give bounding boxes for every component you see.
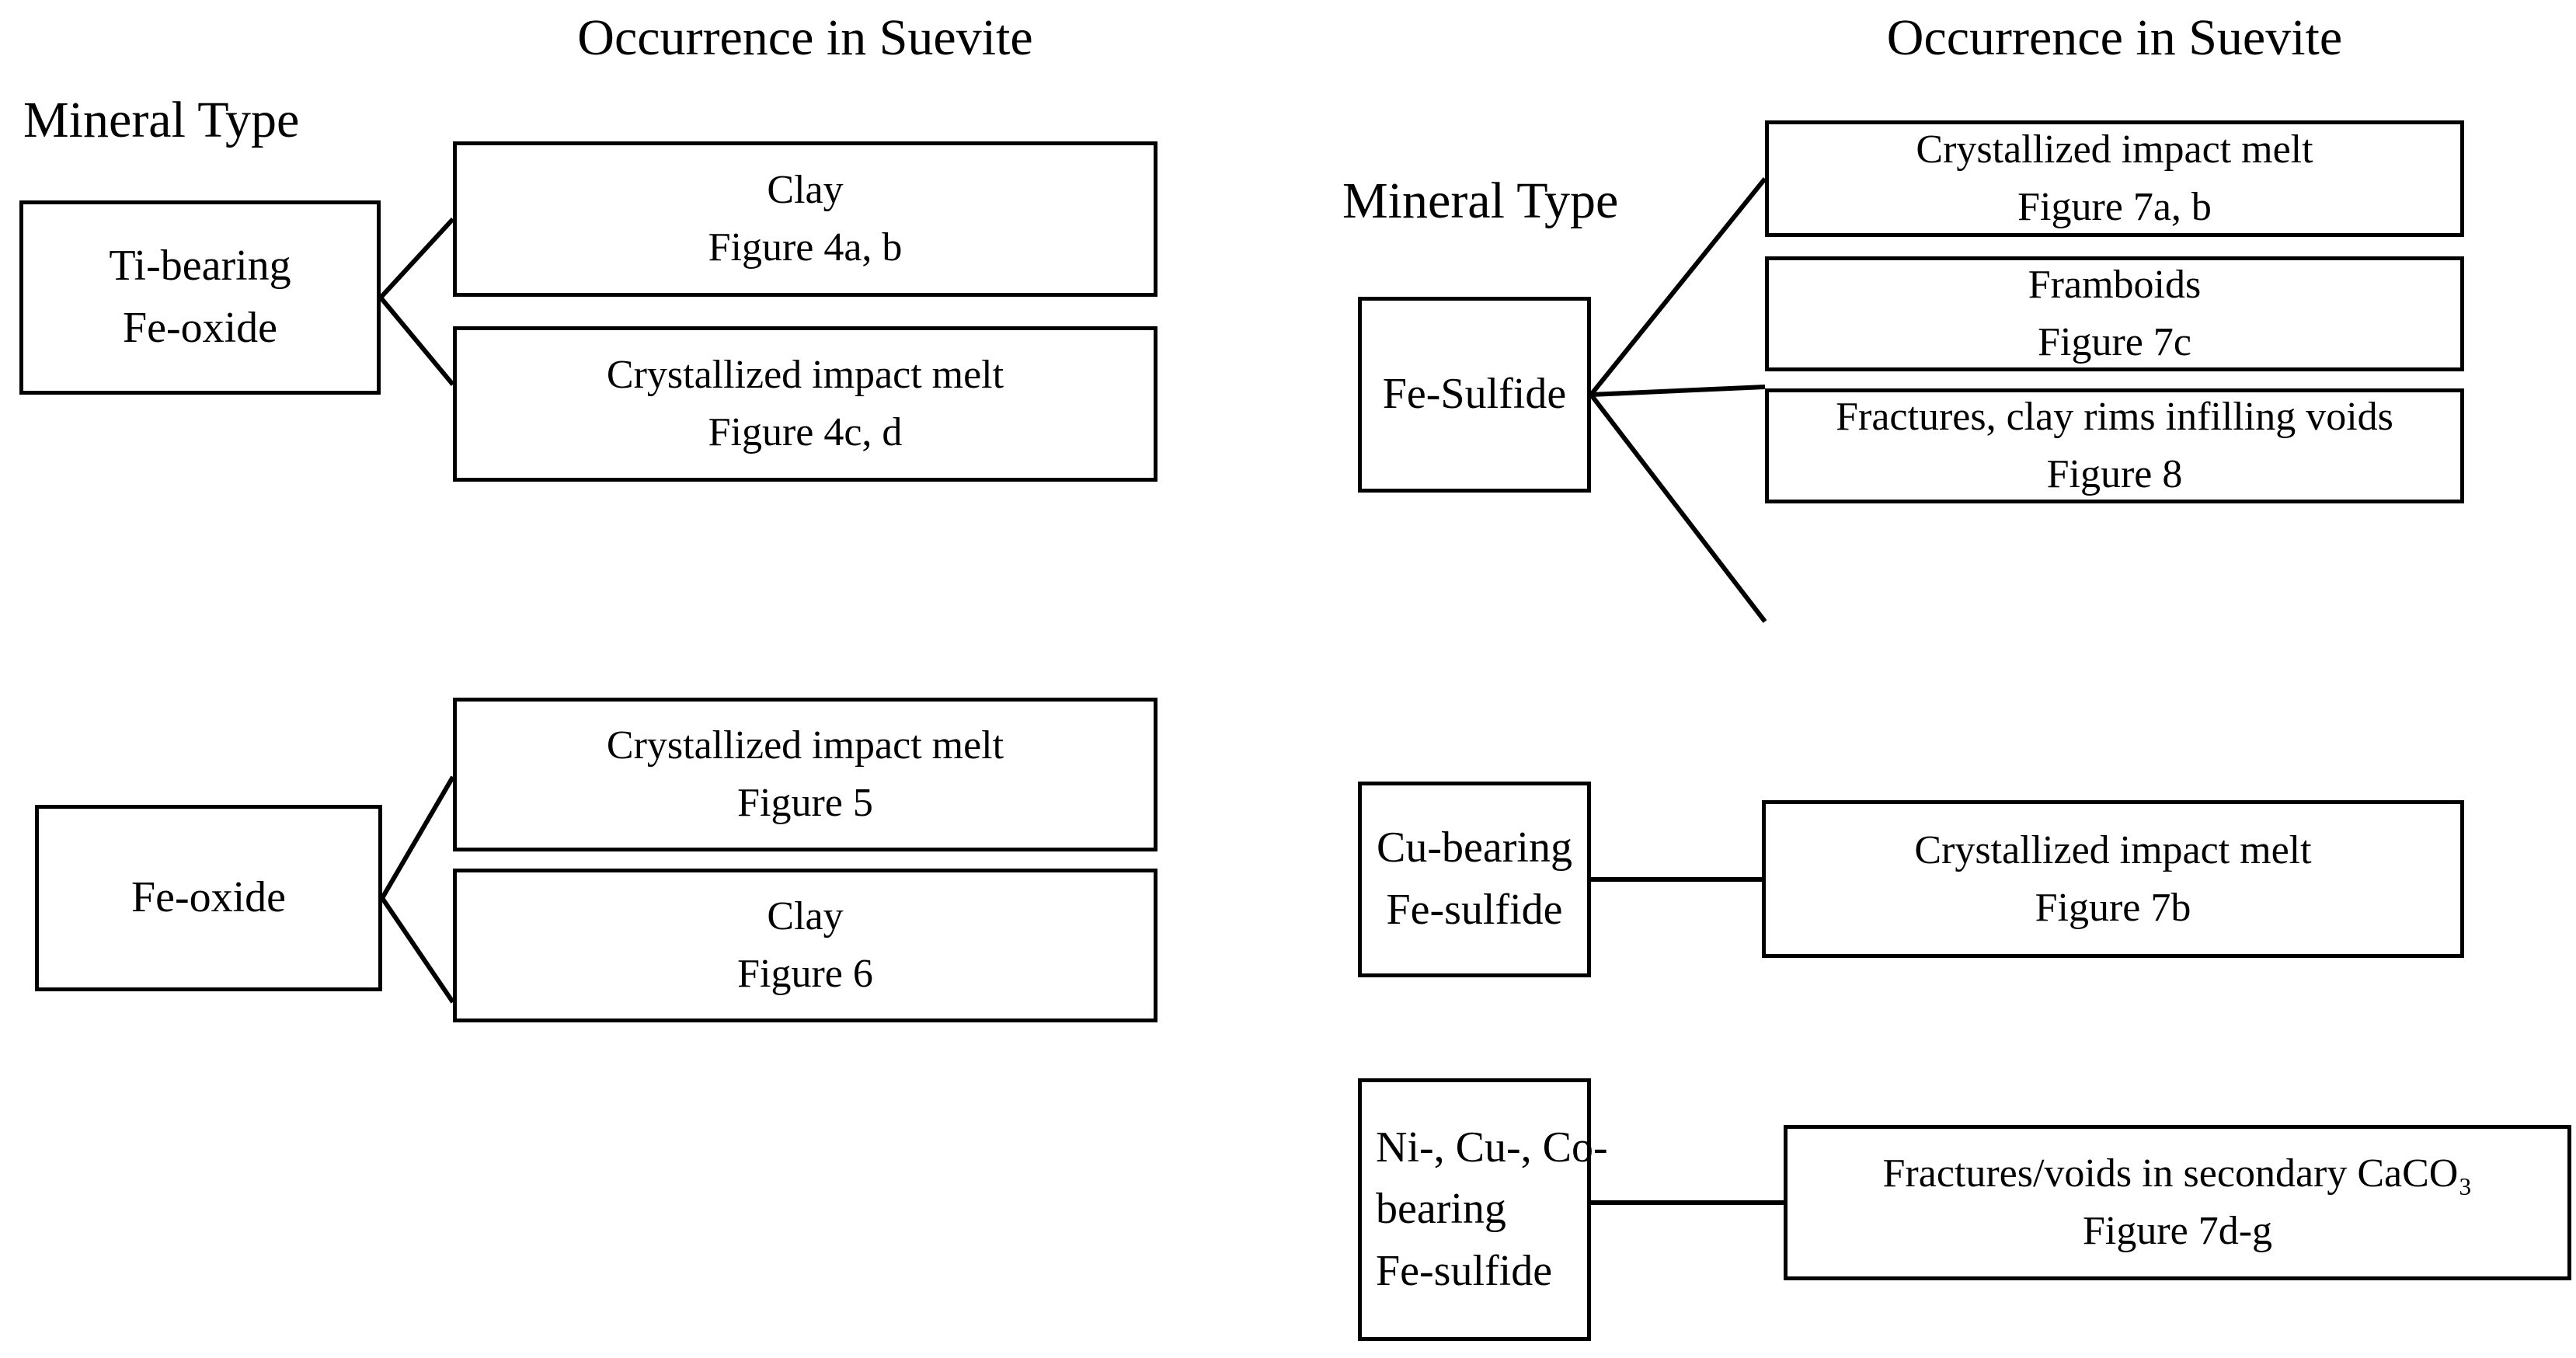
connector-fesulfide-to-framboids <box>1590 385 1766 397</box>
mineral-box-cu-bearing-fe-sulfide[interactable]: Cu-bearing Fe-sulfide <box>1358 782 1591 977</box>
occurrence-figure-ref: Figure 7a, b <box>2017 185 2212 229</box>
mineral-label-line: Cu-bearing <box>1377 824 1572 872</box>
occurrence-label-line: Fractures/voids in secondary CaCO₃ <box>1882 1151 2473 1196</box>
occurrence-label-line: Crystallized impact melt <box>1916 127 2313 172</box>
mineral-box-fe-oxide[interactable]: Fe-oxide <box>35 805 382 991</box>
mineral-label-line: Fe-sulfide <box>1376 1246 1553 1295</box>
right-mineral-column-header: Mineral Type <box>1342 172 1619 229</box>
mineral-box-ti-bearing-fe-oxide[interactable]: Ti-bearing Fe-oxide <box>19 200 381 395</box>
mineral-label-line: Fe-oxide <box>122 304 278 352</box>
mineral-box-ni-cu-co-bearing-fe-sulfide[interactable]: Ni-, Cu-, Co- bearing Fe-sulfide <box>1358 1078 1608 1341</box>
connector-feoxide-to-clay <box>380 897 455 1004</box>
occurrence-label-line: Crystallized impact melt <box>606 723 1004 768</box>
connector-feoxide-to-melt <box>380 775 455 900</box>
mineral-label-line: Fe-Sulfide <box>1382 370 1567 419</box>
occurrence-figure-ref: Figure 8 <box>2046 452 2183 496</box>
occurrence-figure-ref: Figure 7c <box>2038 320 2191 364</box>
occurrence-box-fractures-fig8[interactable]: Fractures, clay rims infilling voids Fig… <box>1765 388 2464 503</box>
occurrence-label-line: Crystallized impact melt <box>1914 827 2312 872</box>
mineral-box-fe-sulfide[interactable]: Fe-Sulfide <box>1358 297 1591 493</box>
occurrence-figure-ref: Figure 4c, d <box>708 410 903 454</box>
occurrence-box-fractures-caco3-fig7dg[interactable]: Fractures/voids in secondary CaCO₃ Figur… <box>1784 1125 2571 1280</box>
occurrence-box-clay-fig4ab[interactable]: Clay Figure 4a, b <box>453 141 1157 297</box>
occurrence-box-clay-fig6[interactable]: Clay Figure 6 <box>453 869 1157 1022</box>
mineral-label-line: Ni-, Cu-, Co- <box>1376 1123 1608 1172</box>
occurrence-box-framboids-fig7c[interactable]: Framboids Figure 7c <box>1765 256 2464 371</box>
occurrence-label-line: Framboids <box>2028 263 2202 308</box>
occurrence-figure-ref: Figure 7d-g <box>2082 1209 2273 1253</box>
occurrence-label-line: Fractures, clay rims infilling voids <box>1836 395 2393 440</box>
occurrence-label-line: Clay <box>767 894 844 939</box>
connector-fesulfide-to-fractures <box>1589 393 1767 623</box>
occurrence-figure-ref: Figure 5 <box>737 781 873 825</box>
occurrence-label-line: Crystallized impact melt <box>606 353 1004 398</box>
occurrence-box-melt-fig7b[interactable]: Crystallized impact melt Figure 7b <box>1762 800 2464 958</box>
mineral-label-line: Fe-sulfide <box>1386 886 1563 934</box>
left-occurrence-column-header: Occurrence in Suevite <box>577 9 1033 66</box>
occurrence-figure-ref: Figure 6 <box>737 952 873 996</box>
occurrence-box-melt-fig4cd[interactable]: Crystallized impact melt Figure 4c, d <box>453 326 1157 482</box>
occurrence-figure-ref: Figure 4a, b <box>708 225 903 270</box>
occurrence-box-melt-fig7ab[interactable]: Crystallized impact melt Figure 7a, b <box>1765 120 2464 237</box>
left-mineral-column-header: Mineral Type <box>23 92 300 148</box>
occurrence-label-line: Clay <box>767 168 844 213</box>
mineral-label-line: bearing <box>1376 1185 1506 1234</box>
occurrence-box-melt-fig5[interactable]: Crystallized impact melt Figure 5 <box>453 698 1157 851</box>
occurrence-figure-ref: Figure 7b <box>2035 885 2191 930</box>
connector-ti-to-clay <box>378 217 455 300</box>
mineral-label-line: Ti-bearing <box>109 242 291 291</box>
connector-ti-to-melt <box>378 296 455 386</box>
right-occurrence-column-header: Occurrence in Suevite <box>1886 9 2343 66</box>
mineral-label-line: Fe-oxide <box>131 873 287 922</box>
